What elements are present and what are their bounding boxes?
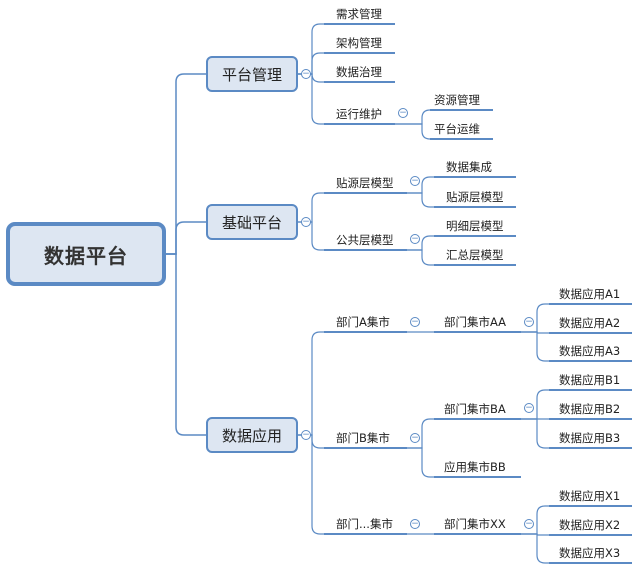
- connector-line: [521, 303, 549, 333]
- branch-base-platform[interactable]: 基础平台: [206, 204, 298, 240]
- node-source-layer-model[interactable]: 贴源层模型: [336, 176, 394, 190]
- node-data-app-x3[interactable]: 数据应用X3: [559, 546, 621, 560]
- node-architecture-management[interactable]: 架构管理: [336, 36, 382, 50]
- connector-line: [298, 192, 324, 223]
- connector-line: [166, 73, 206, 255]
- collapse-toggle-icon[interactable]: −: [524, 403, 534, 413]
- node-dept-a-mart[interactable]: 部门A集市: [336, 315, 390, 329]
- connector-line: [521, 505, 549, 535]
- node-dept-x-mart[interactable]: 部门...集市: [336, 517, 393, 531]
- node-data-app-x2[interactable]: 数据应用X2: [559, 518, 621, 532]
- collapse-toggle-icon[interactable]: −: [301, 69, 311, 79]
- node-summary-layer-model[interactable]: 汇总层模型: [446, 248, 504, 262]
- collapse-toggle-icon[interactable]: −: [398, 108, 408, 118]
- connector-line: [407, 447, 434, 478]
- connector-line: [166, 253, 206, 436]
- connector-line: [395, 109, 431, 125]
- node-operation-maintenance[interactable]: 运行维护: [336, 107, 382, 121]
- connector-line: [407, 418, 434, 449]
- branch-platform-management[interactable]: 平台管理: [206, 56, 298, 92]
- node-dept-mart-ba[interactable]: 部门集市BA: [444, 402, 506, 416]
- connector-line: [521, 533, 549, 564]
- connector-line: [298, 434, 324, 535]
- connector-line: [521, 331, 549, 362]
- node-data-integration[interactable]: 数据集成: [446, 160, 492, 174]
- node-app-mart-bb[interactable]: 应用集市BB: [444, 460, 506, 474]
- connector-line: [395, 123, 431, 140]
- node-resource-management[interactable]: 资源管理: [434, 93, 480, 107]
- collapse-toggle-icon[interactable]: −: [410, 433, 420, 443]
- node-dept-mart-aa[interactable]: 部门集市AA: [444, 315, 507, 329]
- connector-line: [521, 418, 549, 449]
- collapse-toggle-icon[interactable]: −: [410, 176, 420, 186]
- connector-line: [407, 249, 434, 266]
- node-platform-ops[interactable]: 平台运维: [434, 122, 480, 136]
- node-data-governance[interactable]: 数据治理: [336, 65, 382, 79]
- collapse-toggle-icon[interactable]: −: [410, 234, 420, 244]
- node-data-app-b2[interactable]: 数据应用B2: [559, 402, 621, 416]
- connector-line: [298, 23, 324, 75]
- connector-line: [521, 389, 549, 420]
- collapse-toggle-icon[interactable]: −: [524, 519, 534, 529]
- node-common-layer-model[interactable]: 公共层模型: [336, 233, 394, 247]
- node-data-app-a3[interactable]: 数据应用A3: [559, 344, 621, 358]
- branch-data-application[interactable]: 数据应用: [206, 417, 298, 453]
- node-data-app-b1[interactable]: 数据应用B1: [559, 373, 621, 387]
- connector-line: [298, 331, 324, 436]
- node-dept-mart-xx[interactable]: 部门集市XX: [444, 517, 506, 531]
- connector-line: [407, 235, 434, 251]
- connector-line: [298, 73, 324, 125]
- node-data-app-x1[interactable]: 数据应用X1: [559, 489, 621, 503]
- node-dept-b-mart[interactable]: 部门B集市: [336, 431, 390, 445]
- collapse-toggle-icon[interactable]: −: [524, 317, 534, 327]
- connector-line: [407, 192, 434, 208]
- node-requirement-management[interactable]: 需求管理: [336, 7, 382, 21]
- root-node[interactable]: 数据平台: [6, 222, 166, 286]
- node-source-layer-model-sub[interactable]: 贴源层模型: [446, 190, 504, 204]
- connector-line: [298, 221, 324, 251]
- node-data-app-a2[interactable]: 数据应用A2: [559, 316, 621, 330]
- connector-line: [407, 176, 434, 194]
- node-data-app-a1[interactable]: 数据应用A1: [559, 287, 621, 301]
- collapse-toggle-icon[interactable]: −: [410, 317, 420, 327]
- collapse-toggle-icon[interactable]: −: [301, 430, 311, 440]
- node-data-app-b3[interactable]: 数据应用B3: [559, 431, 621, 445]
- node-detail-layer-model[interactable]: 明细层模型: [446, 219, 504, 233]
- collapse-toggle-icon[interactable]: −: [301, 217, 311, 227]
- connector-line: [166, 221, 206, 255]
- connector-line: [298, 52, 324, 75]
- collapse-toggle-icon[interactable]: −: [410, 519, 420, 529]
